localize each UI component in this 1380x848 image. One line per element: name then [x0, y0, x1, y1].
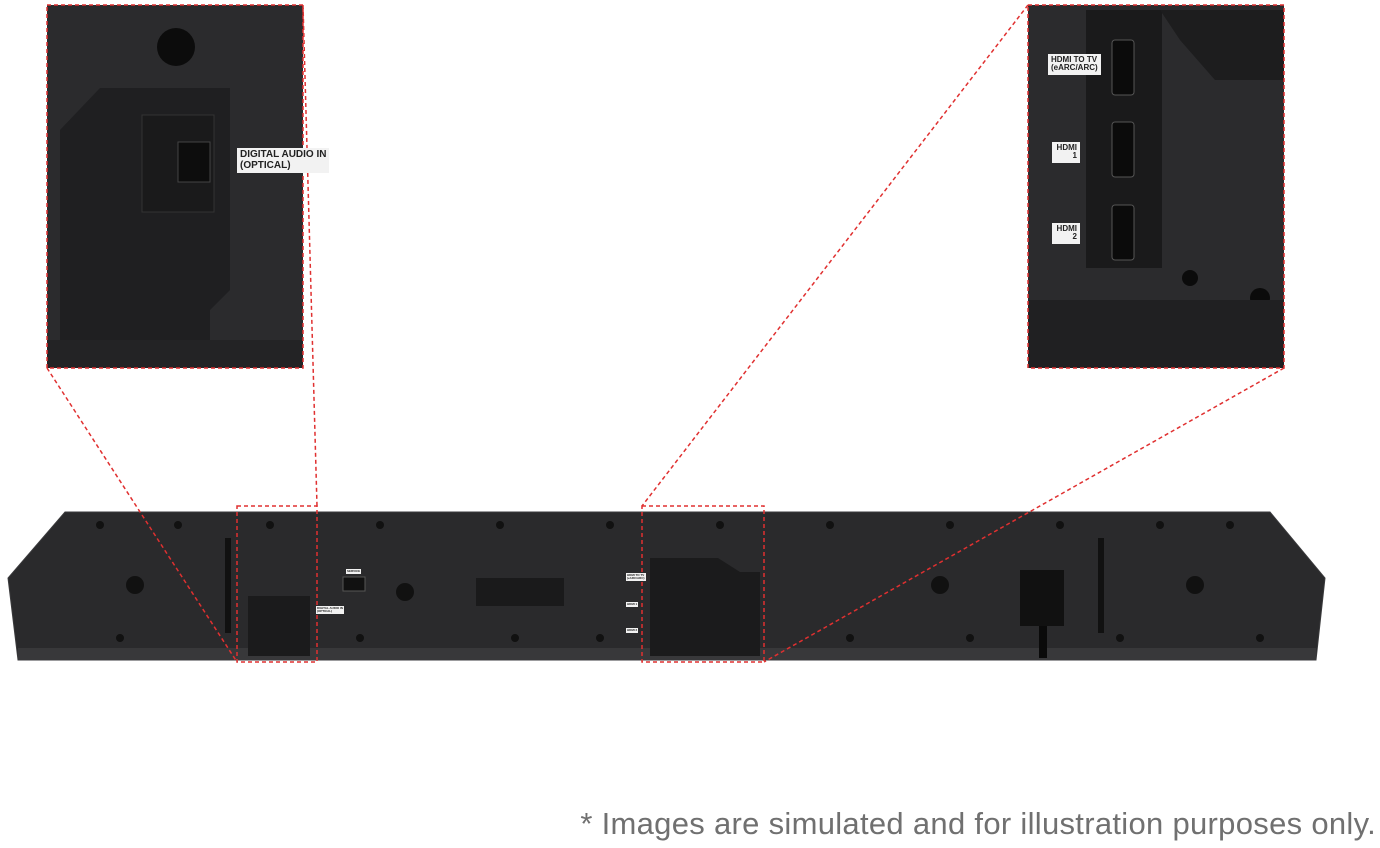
optical-port-closeup	[47, 5, 303, 368]
service-label: SERVICE	[346, 569, 362, 575]
hdmi1-label: HDMI 1	[1052, 142, 1080, 163]
hdmi1-label-small: HDMI 1	[626, 602, 639, 608]
hdmi2-label: HDMI 2	[1052, 223, 1080, 244]
hdmi-tv-label: HDMI TO TV (eARC/ARC)	[1048, 54, 1101, 75]
hdmi-ports-closeup	[1028, 5, 1284, 368]
hdmi-tv-label-small: HDMI TO TV (eARC/ARC)	[626, 573, 646, 582]
disclaimer-text: * Images are simulated and for illustrat…	[580, 806, 1376, 841]
soundbar-rear	[7, 511, 1326, 661]
hdmi2-label-small: HDMI 2	[626, 628, 639, 634]
optical-label: DIGITAL AUDIO IN (OPTICAL)	[237, 148, 330, 173]
callout-lines	[46, 4, 1285, 663]
optical-label-small: DIGITAL AUDIO IN (OPTICAL)	[316, 606, 344, 615]
